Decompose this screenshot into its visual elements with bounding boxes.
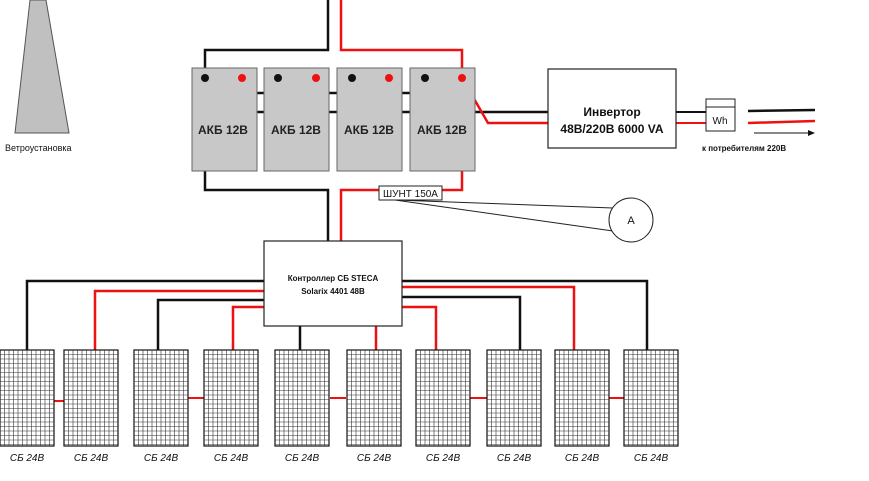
panel-string-wire <box>402 305 438 350</box>
wind-turbine: Ветроустановка <box>5 0 72 153</box>
solar-panel-array: СБ 24В СБ 24В СБ 24В СБ 24В СБ 24В СБ 24В СБ 2… <box>0 349 679 464</box>
ammeter-label: A <box>627 215 635 227</box>
panel-string-wire <box>402 295 522 350</box>
inverter-title: Инвертор <box>583 105 640 119</box>
solar-panel: СБ 24В <box>0 349 55 464</box>
negative-terminal-icon <box>274 74 282 82</box>
ammeter: A <box>394 197 654 243</box>
solar-cell-grid <box>555 350 609 446</box>
solar-cell-grid <box>487 350 541 446</box>
inverter: Инвертор 48В/220В 6000 VA <box>547 68 677 149</box>
wind-turbine-label: Ветроустановка <box>5 143 72 153</box>
inverter-box <box>547 68 677 149</box>
solar-panel: СБ 24В <box>486 349 542 464</box>
battery-bank: АКБ 12В АКБ 12В АКБ 12В АКБ 12В <box>191 67 476 172</box>
consumers: к потребителям 220В <box>702 130 815 153</box>
solar-panel-label: СБ 24В <box>634 453 669 464</box>
negative-terminal-icon <box>421 74 429 82</box>
solar-cell-grid <box>275 350 329 446</box>
shunt-label: ШУНТ 150А <box>383 189 438 200</box>
solar-panel: СБ 24В <box>133 349 189 464</box>
solar-cell-grid <box>64 350 118 446</box>
panel-string-wire <box>231 305 264 350</box>
solar-panel-label: СБ 24В <box>10 453 45 464</box>
wind-tower-icon <box>14 0 70 134</box>
positive-terminal-icon <box>385 74 393 82</box>
battery-label: АКБ 12В <box>344 123 394 137</box>
battery-label: АКБ 12В <box>198 123 248 137</box>
output-wire <box>747 108 816 113</box>
positive-terminal-icon <box>458 74 466 82</box>
solar-panel: СБ 24В <box>63 349 119 464</box>
solar-cell-grid <box>416 350 470 446</box>
battery-label: АКБ 12В <box>271 123 321 137</box>
solar-panel-label: СБ 24В <box>144 453 179 464</box>
negative-terminal-icon <box>348 74 356 82</box>
solar-controller: Контроллер СБ STECA Solarix 4401 48В <box>263 240 403 327</box>
ammeter-lead <box>394 199 614 232</box>
battery: АКБ 12В <box>263 67 330 172</box>
output-wire <box>747 119 816 125</box>
panel-string-wire <box>402 279 649 350</box>
controller-box <box>263 240 403 327</box>
battery-terminals <box>201 74 466 82</box>
panel-string-wire <box>93 289 264 350</box>
controller-title: Контроллер СБ STECA <box>288 274 379 283</box>
inverter-rating: 48В/220В 6000 VA <box>560 122 664 136</box>
positive-wire <box>339 0 464 78</box>
solar-panel-label: СБ 24В <box>74 453 109 464</box>
solar-panel-label: СБ 24В <box>285 453 320 464</box>
energy-meter: Wh <box>705 98 736 132</box>
battery: АКБ 12В <box>336 67 403 172</box>
battery-body <box>409 67 476 172</box>
ammeter-lead <box>394 199 614 209</box>
solar-panel-label: СБ 24В <box>426 453 461 464</box>
ammeter-icon <box>608 197 654 243</box>
meter-label: Wh <box>713 116 728 127</box>
solar-cell-grid <box>204 350 258 446</box>
solar-panel: СБ 24В <box>203 349 259 464</box>
panel-string-wire <box>402 285 576 350</box>
battery: АКБ 12В <box>191 67 258 172</box>
positive-wire <box>339 188 379 241</box>
battery-body <box>336 67 403 172</box>
arrow-head-icon <box>808 130 815 136</box>
solar-panel-label: СБ 24В <box>357 453 392 464</box>
shunt: ШУНТ 150А <box>378 185 443 201</box>
shunt-box <box>378 185 443 201</box>
battery-body <box>263 67 330 172</box>
solar-cell-grid <box>624 350 678 446</box>
solar-panel-label: СБ 24В <box>565 453 600 464</box>
wires <box>25 0 816 402</box>
battery-body <box>191 67 258 172</box>
solar-cell-grid <box>0 350 54 446</box>
positive-terminal-icon <box>312 74 320 82</box>
negative-terminal-icon <box>201 74 209 82</box>
solar-cell-grid <box>134 350 188 446</box>
solar-panel: СБ 24В <box>274 349 330 464</box>
solar-cell-grid <box>347 350 401 446</box>
battery-label: АКБ 12В <box>417 123 467 137</box>
solar-panel: СБ 24В <box>554 349 610 464</box>
solar-panel: СБ 24В <box>623 349 679 464</box>
solar-panel-label: СБ 24В <box>497 453 532 464</box>
panel-string-wire <box>25 279 264 350</box>
meter-box <box>705 98 736 132</box>
positive-terminal-icon <box>238 74 246 82</box>
solar-panel: СБ 24В <box>346 349 402 464</box>
negative-wire <box>203 0 330 78</box>
consumers-label: к потребителям 220В <box>702 144 786 153</box>
positive-wire <box>442 186 464 192</box>
solar-panel-label: СБ 24В <box>214 453 249 464</box>
panel-string-wire <box>156 298 264 350</box>
controller-model: Solarix 4401 48В <box>301 287 365 296</box>
battery: АКБ 12В <box>409 67 476 172</box>
solar-panel: СБ 24В <box>415 349 471 464</box>
